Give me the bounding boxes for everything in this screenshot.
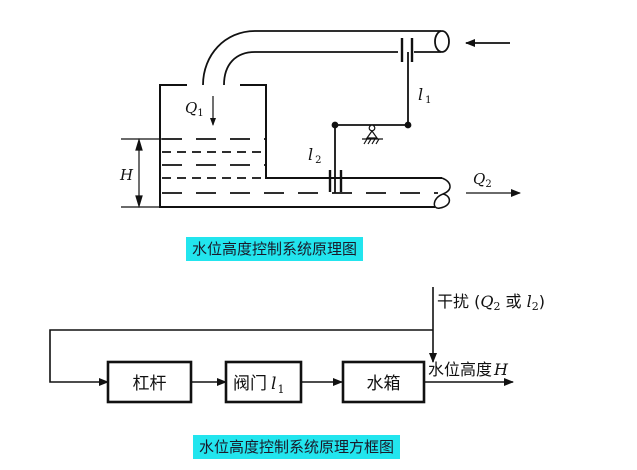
height-dimension bbox=[121, 137, 162, 209]
block-lever bbox=[106, 360, 193, 404]
outlet-pipe-end bbox=[433, 177, 451, 209]
pivot-icon bbox=[368, 124, 376, 132]
water-tank-schematic bbox=[121, 30, 521, 209]
tank bbox=[159, 84, 442, 208]
q2-label: Q2 bbox=[473, 170, 492, 190]
outlet-valve bbox=[328, 170, 343, 192]
block-lever-label: 杠杆 bbox=[133, 374, 167, 394]
h-label: H bbox=[119, 166, 134, 184]
feedback-path bbox=[49, 329, 433, 386]
block-valve bbox=[224, 360, 303, 404]
block-diagram bbox=[49, 287, 514, 386]
lever-linkage bbox=[331, 52, 412, 193]
block-tank-label: 水箱 bbox=[367, 374, 401, 394]
block-tank bbox=[341, 360, 426, 404]
block-diagram-caption: 水位高度控制系统原理方框图 bbox=[193, 435, 401, 459]
inlet-pipe bbox=[202, 30, 450, 86]
water-level-lines bbox=[162, 138, 438, 194]
schematic-caption: 水位高度控制系统原理图 bbox=[186, 237, 364, 261]
inlet-valve bbox=[400, 38, 414, 62]
q1-label: Q1 bbox=[185, 99, 204, 119]
disturbance-label: 干扰 (Q2 或 l2) bbox=[437, 292, 545, 313]
ground-support-icon bbox=[362, 129, 383, 145]
